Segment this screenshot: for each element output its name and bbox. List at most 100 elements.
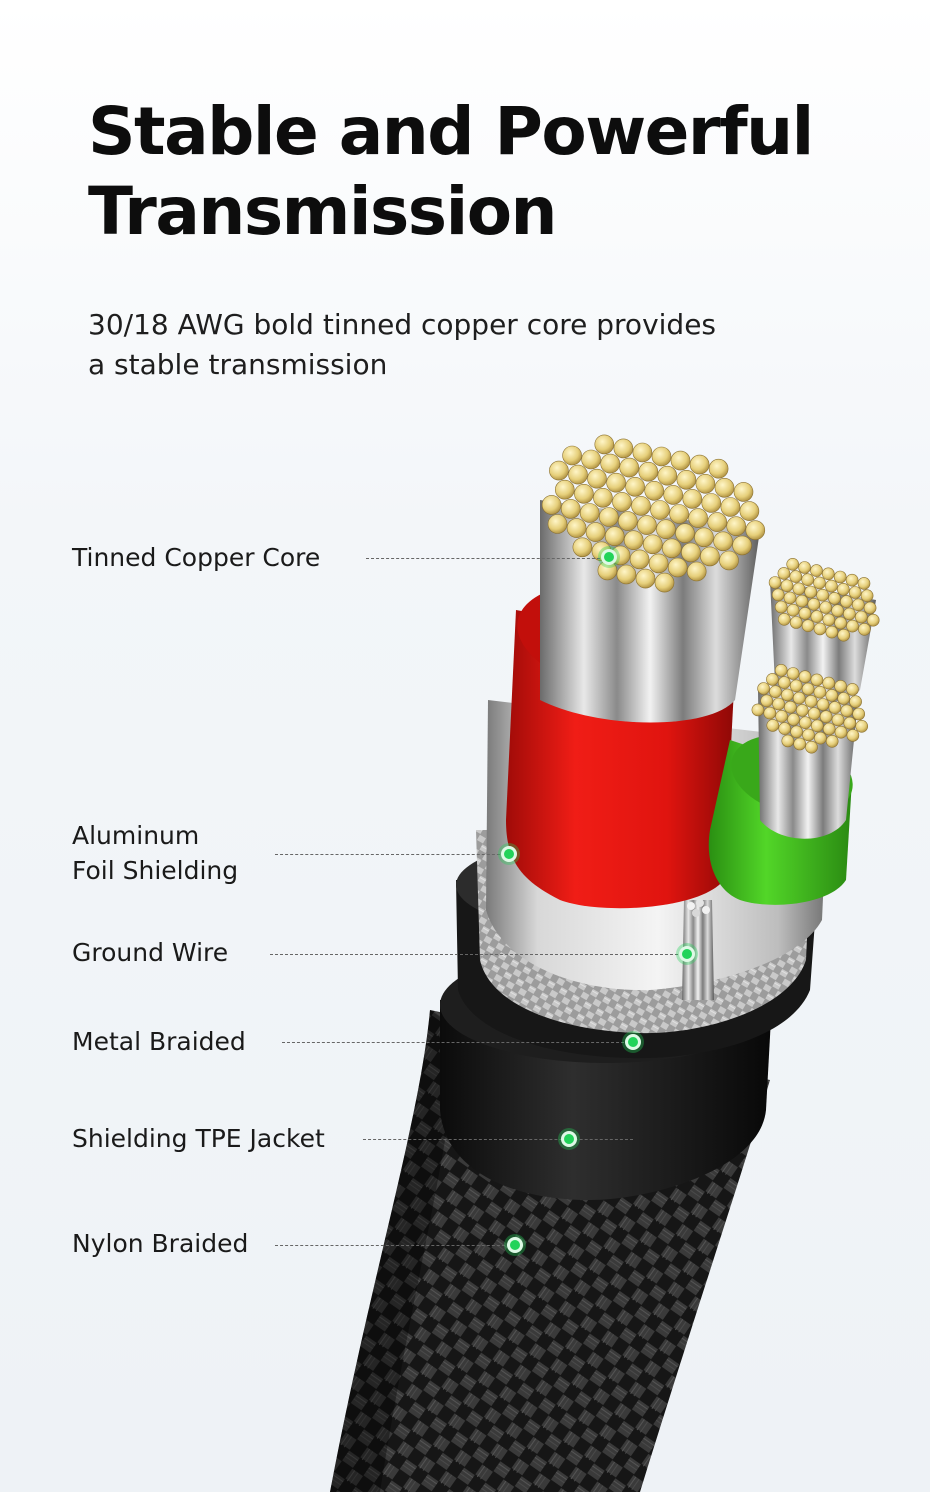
copper-strand-end <box>688 508 708 528</box>
copper-strand-end <box>695 473 716 494</box>
copper-strand-end <box>810 564 823 577</box>
copper-strand-end <box>795 704 809 717</box>
subtitle-line-2: a stable transmission <box>88 348 388 381</box>
copper-strand-end <box>795 594 809 608</box>
copper-strand-end <box>661 538 682 559</box>
copper-strand-end <box>689 454 710 475</box>
copper-strand-end <box>547 514 568 534</box>
copper-strand-end <box>675 523 695 544</box>
copper-strand-end <box>834 725 848 739</box>
copper-strand-end <box>541 495 562 515</box>
copper-strand-end <box>837 692 851 705</box>
leader-line-tpe-jacket <box>363 1139 633 1140</box>
copper-strand-end <box>587 468 607 489</box>
copper-strand-end <box>822 613 836 627</box>
label-tinned-copper-core: Tinned Copper Core <box>72 543 321 572</box>
copper-strand-end <box>604 526 625 547</box>
copper-strand-end <box>840 595 853 608</box>
copper-strand-end <box>657 465 678 486</box>
copper-strand-end <box>802 728 815 742</box>
copper-strand-end <box>851 598 865 612</box>
indicator-dot-tinned-copper-core <box>601 549 617 565</box>
copper-strand-end <box>777 676 791 689</box>
copper-strand-end <box>554 479 575 500</box>
copper-strand-end <box>625 476 645 497</box>
copper-strand-end <box>745 520 766 541</box>
leader-line-metal-braided <box>282 1042 634 1043</box>
copper-strand-end <box>855 719 869 733</box>
copper-strand-end <box>644 480 665 501</box>
copper-strand-end <box>739 501 760 521</box>
copper-strand-end <box>846 619 859 633</box>
copper-strand-end <box>786 667 800 680</box>
subtitle-line-1: 30/18 AWG bold tinned copper core provid… <box>88 308 717 341</box>
label-metal-braided: Metal Braided <box>72 1027 246 1056</box>
copper-strand-end <box>819 601 833 614</box>
copper-strand-end <box>670 450 691 471</box>
copper-strand-end <box>771 588 785 602</box>
copper-strand-end <box>642 534 663 555</box>
copper-strand-end <box>732 535 752 556</box>
copper-strand-end <box>733 482 754 502</box>
copper-strand-end <box>816 588 829 602</box>
leader-line-ground-wire <box>270 954 688 955</box>
indicator-dot-metal-braided <box>625 1034 641 1050</box>
copper-strand-end <box>781 734 795 748</box>
copper-strand-end <box>694 527 714 548</box>
copper-strand-end <box>786 603 800 617</box>
copper-strand-end <box>613 438 634 459</box>
copper-strand-end <box>612 492 632 512</box>
copper-strand-end <box>866 613 880 627</box>
copper-strand-end <box>819 710 833 724</box>
copper-strand-end <box>763 706 777 720</box>
copper-strand-end <box>637 515 657 535</box>
copper-strand-end <box>774 600 788 614</box>
copper-strand-end <box>784 700 797 714</box>
copper-strand-end <box>593 487 613 508</box>
copper-strand-end <box>638 461 659 482</box>
copper-strand-end <box>560 499 581 519</box>
copper-strand-end <box>831 713 845 727</box>
copper-strand-end <box>799 716 812 730</box>
copper-strand-end <box>786 557 800 571</box>
copper-strand-end <box>598 507 619 527</box>
copper-strand-end <box>814 731 827 745</box>
copper-strand-end <box>568 464 588 485</box>
copper-strand-end <box>713 531 733 552</box>
copper-strand-end <box>798 607 812 620</box>
copper-strand-end <box>581 449 601 470</box>
copper-strand-end <box>606 472 626 493</box>
copper-strand-end <box>772 697 785 711</box>
copper-strand-end <box>792 582 806 596</box>
copper-strand-end <box>562 445 582 466</box>
copper-strand-end <box>863 601 877 615</box>
indicator-dot-tpe-jacket <box>561 1131 577 1147</box>
copper-strand-end <box>549 460 569 481</box>
copper-strand-end <box>834 616 847 630</box>
label-aluminum-foil-line-2: Foil Shielding <box>72 856 239 885</box>
copper-strand-end <box>793 737 807 751</box>
copper-strand-end <box>813 685 827 699</box>
copper-strand-end <box>654 572 675 593</box>
copper-strand-end <box>804 694 818 708</box>
copper-strand-end <box>825 734 839 748</box>
copper-strand-end <box>619 457 640 478</box>
leader-line-tinned-copper-core <box>366 558 610 559</box>
copper-strand-end <box>719 550 739 571</box>
copper-strand-end <box>816 698 830 711</box>
copper-strand-end <box>651 446 672 467</box>
copper-strand-end <box>667 557 688 578</box>
copper-strand-end <box>790 725 803 739</box>
copper-strand-end <box>617 511 638 531</box>
title-line-2: Transmission <box>88 173 558 250</box>
copper-strand-end <box>845 573 859 587</box>
indicator-dot-ground-wire <box>679 946 695 962</box>
copper-strand-end <box>807 597 821 611</box>
copper-strand-end <box>822 676 836 690</box>
page-title: Stable and Powerful Transmission <box>88 92 888 252</box>
copper-strand-end <box>629 549 650 570</box>
label-shielding-tpe-jacket: Shielding TPE Jacket <box>72 1124 325 1153</box>
copper-strand-end <box>828 592 841 605</box>
label-ground-wire: Ground Wire <box>72 938 229 967</box>
copper-strand-end <box>858 622 871 636</box>
